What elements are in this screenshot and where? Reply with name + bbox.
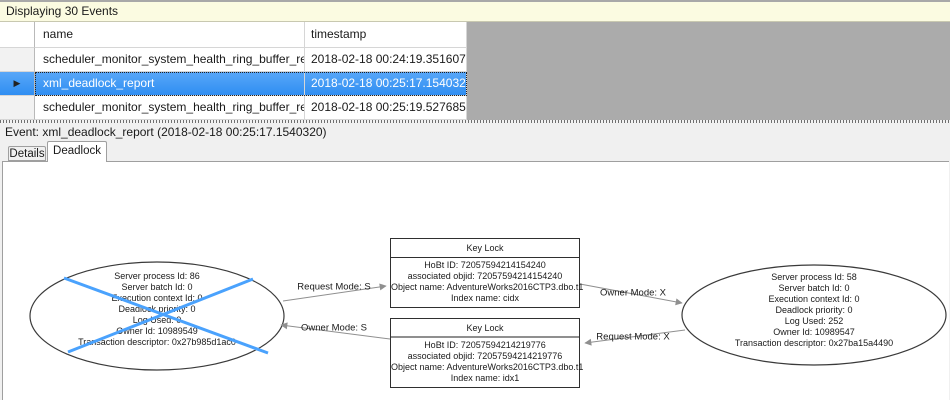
table-row[interactable]: scheduler_monitor_system_health_ring_buf…	[0, 48, 467, 72]
table-row[interactable]: scheduler_monitor_system_health_ring_buf…	[0, 96, 467, 120]
event-timestamp-cell: 2018-02-18 00:24:19.3516078	[305, 48, 467, 72]
column-header-timestamp[interactable]: timestamp	[305, 22, 467, 48]
horizontal-splitter[interactable]	[0, 120, 950, 123]
transaction-descriptor: Transaction descriptor: 0x27b985d1ac0	[78, 337, 236, 347]
log-used: Log Used: 0	[132, 315, 182, 325]
lock-node-title: Key Lock	[391, 319, 579, 338]
server-process-id: Server process Id: 58	[771, 272, 857, 282]
event-timestamp-cell: 2018-02-18 00:25:19.5276859	[305, 96, 467, 120]
events-count-text: Displaying 30 Events	[6, 4, 119, 18]
lock-node-title: Key Lock	[391, 239, 579, 258]
server-batch-id: Server batch Id: 0	[121, 282, 193, 292]
edge-label-request-mode-x: Request Mode: X	[596, 331, 670, 343]
log-used: Log Used: 252	[784, 316, 844, 326]
execution-context-id: Execution context Id: 0	[768, 294, 860, 304]
grid-header-gutter	[0, 22, 35, 48]
events-grid: name timestamp scheduler_monitor_system_…	[0, 22, 950, 120]
execution-context-id: Execution context Id: 0	[111, 293, 203, 303]
lock-index-name: Index name: idx1	[450, 373, 520, 383]
grid-header-row: name timestamp	[0, 22, 467, 48]
lock-object-name: Object name: AdventureWorks2016CTP3.dbo.…	[391, 362, 584, 372]
row-gutter: ▶	[0, 72, 35, 96]
event-name-cell: scheduler_monitor_system_health_ring_buf…	[35, 48, 305, 72]
owner-id: Owner Id: 10989549	[116, 326, 198, 336]
selected-event-caption: Event: xml_deadlock_report (2018-02-18 0…	[0, 123, 950, 142]
edge-label-owner-mode-x: Owner Mode: X	[600, 287, 666, 299]
current-row-indicator-icon: ▶	[13, 78, 21, 88]
winner-process-node-text: Server process Id: 58 Server batch Id: 0…	[674, 272, 950, 349]
column-header-name[interactable]: name	[35, 22, 305, 48]
server-batch-id: Server batch Id: 0	[778, 283, 850, 293]
victim-process-node-text: Server process Id: 86 Server batch Id: 0…	[17, 271, 297, 348]
edge-label-owner-mode-s: Owner Mode: S	[301, 322, 367, 334]
edge-label-request-mode-s: Request Mode: S	[297, 281, 371, 293]
row-gutter	[0, 48, 35, 72]
tab-deadlock[interactable]: Deadlock	[47, 141, 107, 162]
grid-header-cells: name timestamp	[35, 22, 467, 48]
transaction-descriptor: Transaction descriptor: 0x27ba15a4490	[734, 338, 894, 348]
events-count-banner: Displaying 30 Events	[0, 0, 950, 22]
lock-object-name: Object name: AdventureWorks2016CTP3.dbo.…	[391, 282, 584, 292]
lock-hobt-id: HoBt ID: 72057594214154240	[424, 260, 546, 270]
event-name-cell: scheduler_monitor_system_health_ring_buf…	[35, 96, 305, 120]
lock-associated-objid: associated objid: 72057594214219776	[407, 351, 563, 361]
key-lock-node-bottom[interactable]: Key Lock HoBt ID: 72057594214219776 asso…	[390, 318, 584, 388]
deadlock-priority: Deadlock priority: 0	[775, 305, 853, 315]
owner-id: Owner Id: 10989547	[773, 327, 855, 337]
lock-associated-objid: associated objid: 72057594214154240	[407, 271, 563, 281]
table-row-selected[interactable]: ▶ xml_deadlock_report 2018-02-18 00:25:1…	[0, 72, 467, 96]
lock-index-name: Index name: cidx	[450, 293, 520, 303]
event-timestamp-cell: 2018-02-18 00:25:17.1540320	[305, 72, 467, 96]
server-process-id: Server process Id: 86	[114, 271, 200, 281]
lock-hobt-id: HoBt ID: 72057594214219776	[424, 340, 546, 350]
tab-details[interactable]: Details	[8, 146, 46, 161]
event-name-cell: xml_deadlock_report	[35, 72, 305, 96]
deadlock-priority: Deadlock priority: 0	[118, 304, 196, 314]
key-lock-node-top[interactable]: Key Lock HoBt ID: 72057594214154240 asso…	[390, 238, 584, 308]
row-gutter	[0, 96, 35, 120]
